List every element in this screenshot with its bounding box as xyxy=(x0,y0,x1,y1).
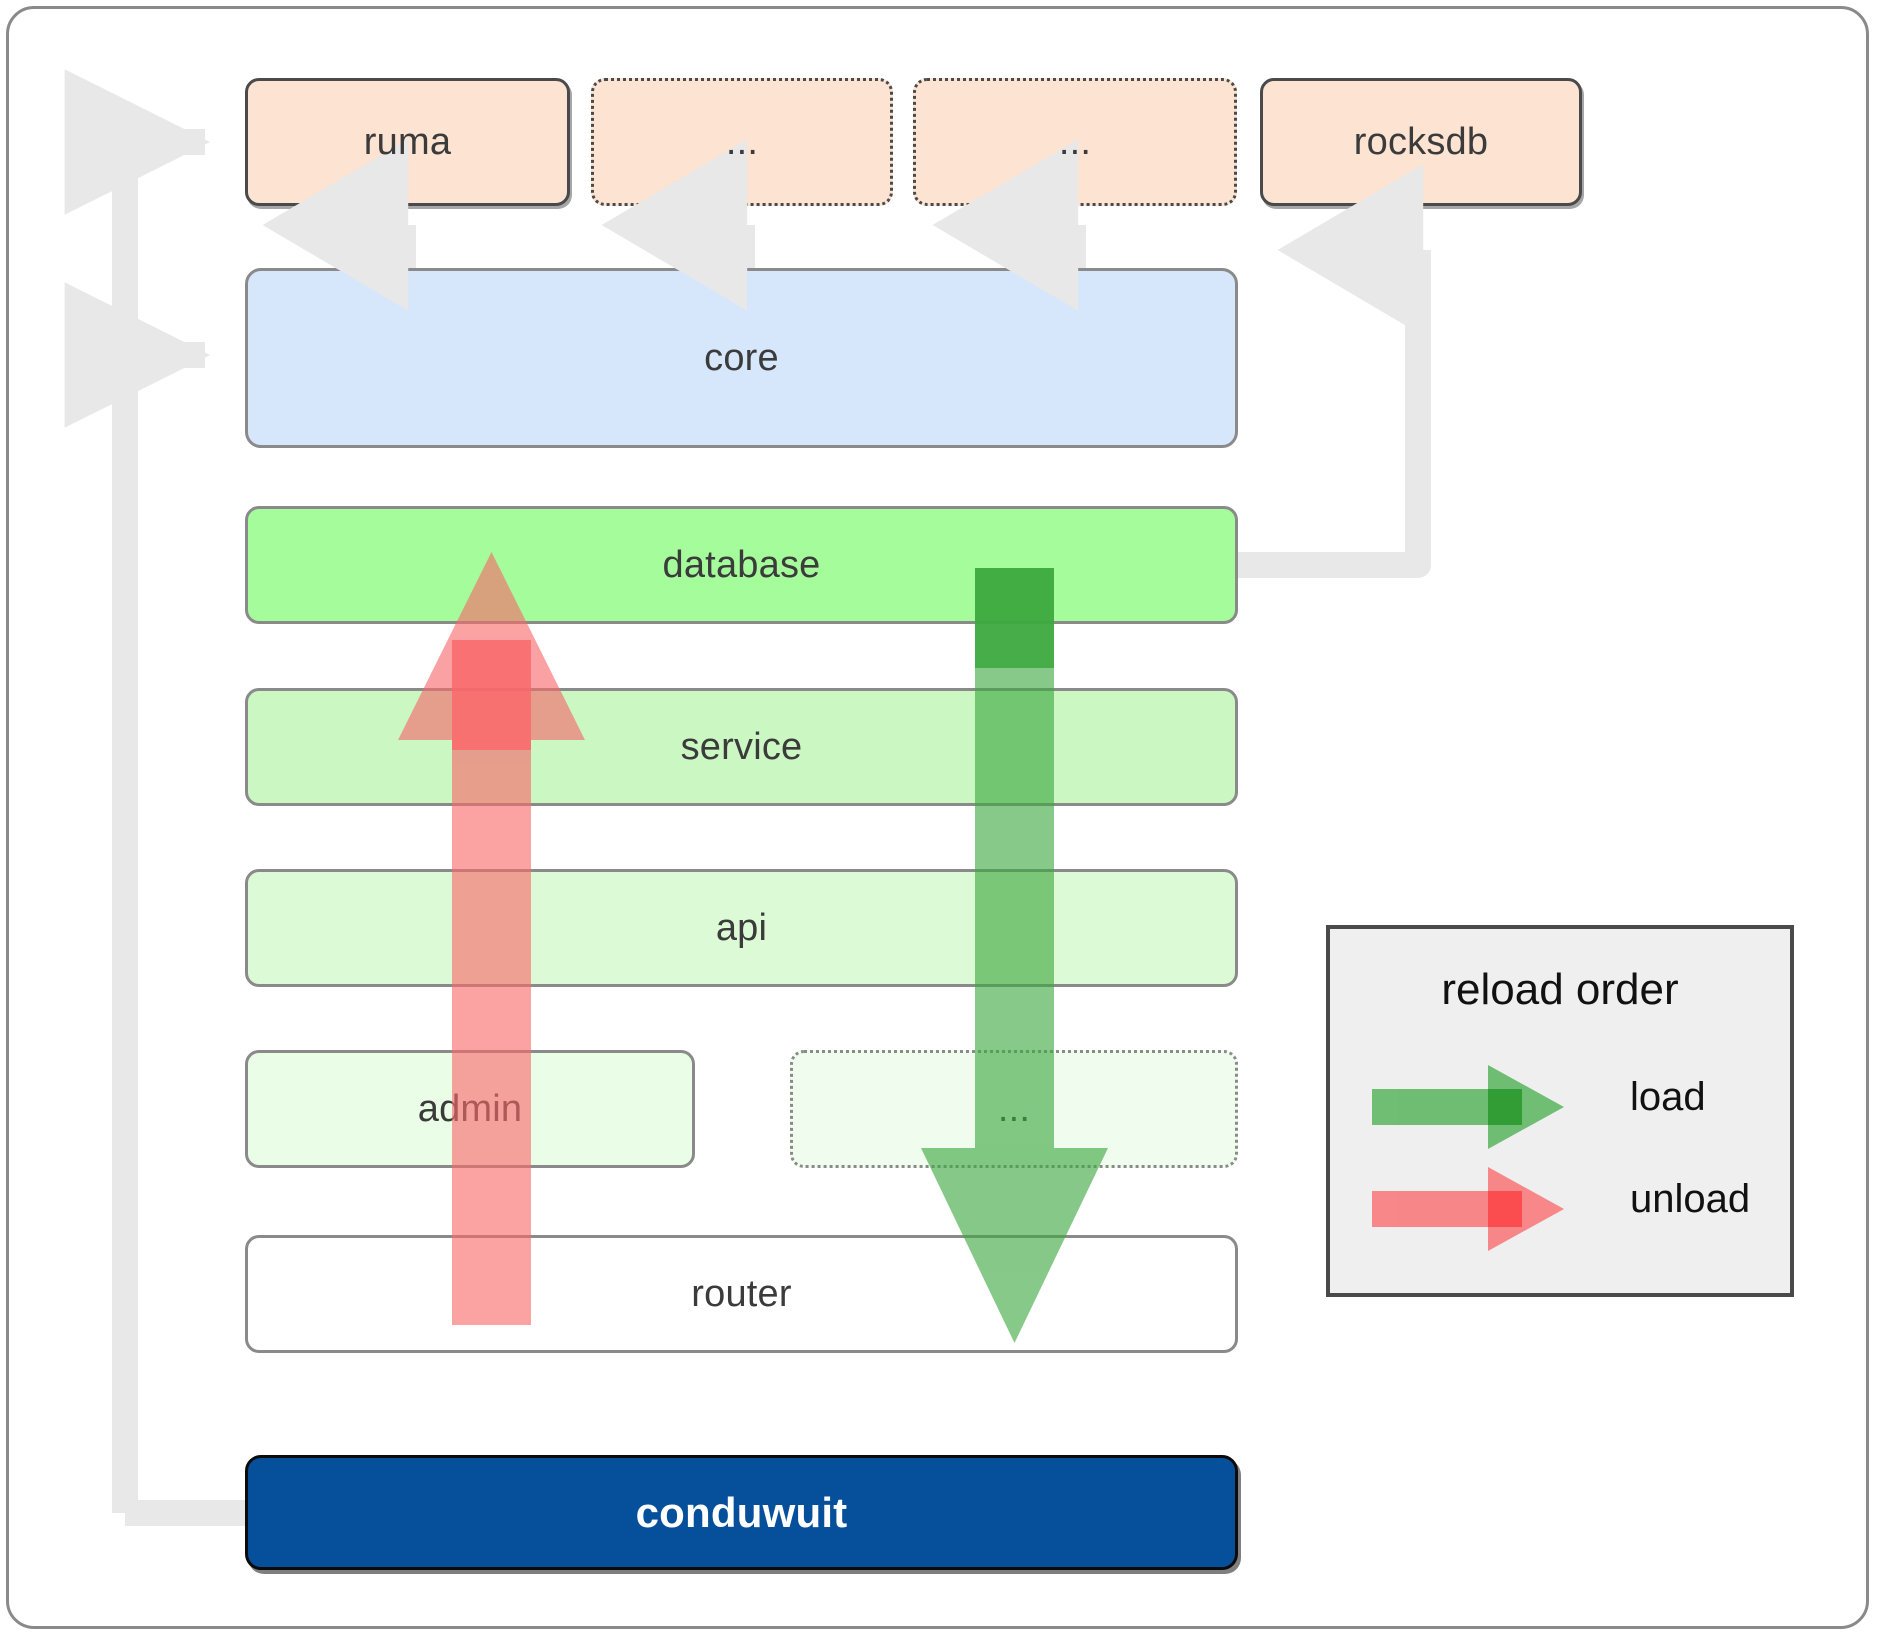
legend-panel: reload order load unload xyxy=(1326,925,1794,1297)
dependency-box-rocksdb[interactable]: rocksdb xyxy=(1260,78,1582,206)
load-legend-arrow-icon xyxy=(1372,1065,1564,1149)
layer-label-admin: admin xyxy=(417,1087,523,1130)
dependency-label-dots-1: ... xyxy=(725,120,759,163)
legend-row-unload: unload xyxy=(1330,1161,1790,1257)
layer-box-extra[interactable]: ... xyxy=(790,1050,1238,1168)
dependency-box-dots-2[interactable]: ... xyxy=(913,78,1237,206)
layer-label-router: router xyxy=(691,1272,792,1315)
dependency-label-ruma: ruma xyxy=(363,120,452,163)
application-label-conduwuit: conduwuit xyxy=(635,1488,848,1536)
dependency-box-ruma[interactable]: ruma xyxy=(245,78,570,206)
layer-box-service[interactable]: service xyxy=(245,688,1238,806)
layer-label-extra: ... xyxy=(997,1087,1031,1130)
legend-label-unload: unload xyxy=(1630,1177,1751,1221)
layer-label-database: database xyxy=(662,543,821,586)
layer-box-api[interactable]: api xyxy=(245,869,1238,987)
layer-box-admin[interactable]: admin xyxy=(245,1050,695,1168)
application-box-conduwuit[interactable]: conduwuit xyxy=(245,1455,1238,1570)
layer-box-router[interactable]: router xyxy=(245,1235,1238,1353)
dependency-box-dots-1[interactable]: ... xyxy=(591,78,893,206)
diagram-frame xyxy=(6,6,1869,1629)
dependency-label-dots-2: ... xyxy=(1058,120,1092,163)
unload-legend-arrow-icon xyxy=(1372,1167,1564,1251)
legend-label-load: load xyxy=(1630,1075,1706,1119)
legend-row-load: load xyxy=(1330,1059,1790,1155)
layer-label-api: api xyxy=(715,906,768,949)
legend-title: reload order xyxy=(1441,965,1679,1014)
layer-box-database[interactable]: database xyxy=(245,506,1238,624)
layer-box-core[interactable]: core xyxy=(245,268,1238,448)
dependency-label-rocksdb: rocksdb xyxy=(1353,120,1489,163)
layer-label-service: service xyxy=(680,725,803,768)
layer-label-core: core xyxy=(704,336,779,379)
